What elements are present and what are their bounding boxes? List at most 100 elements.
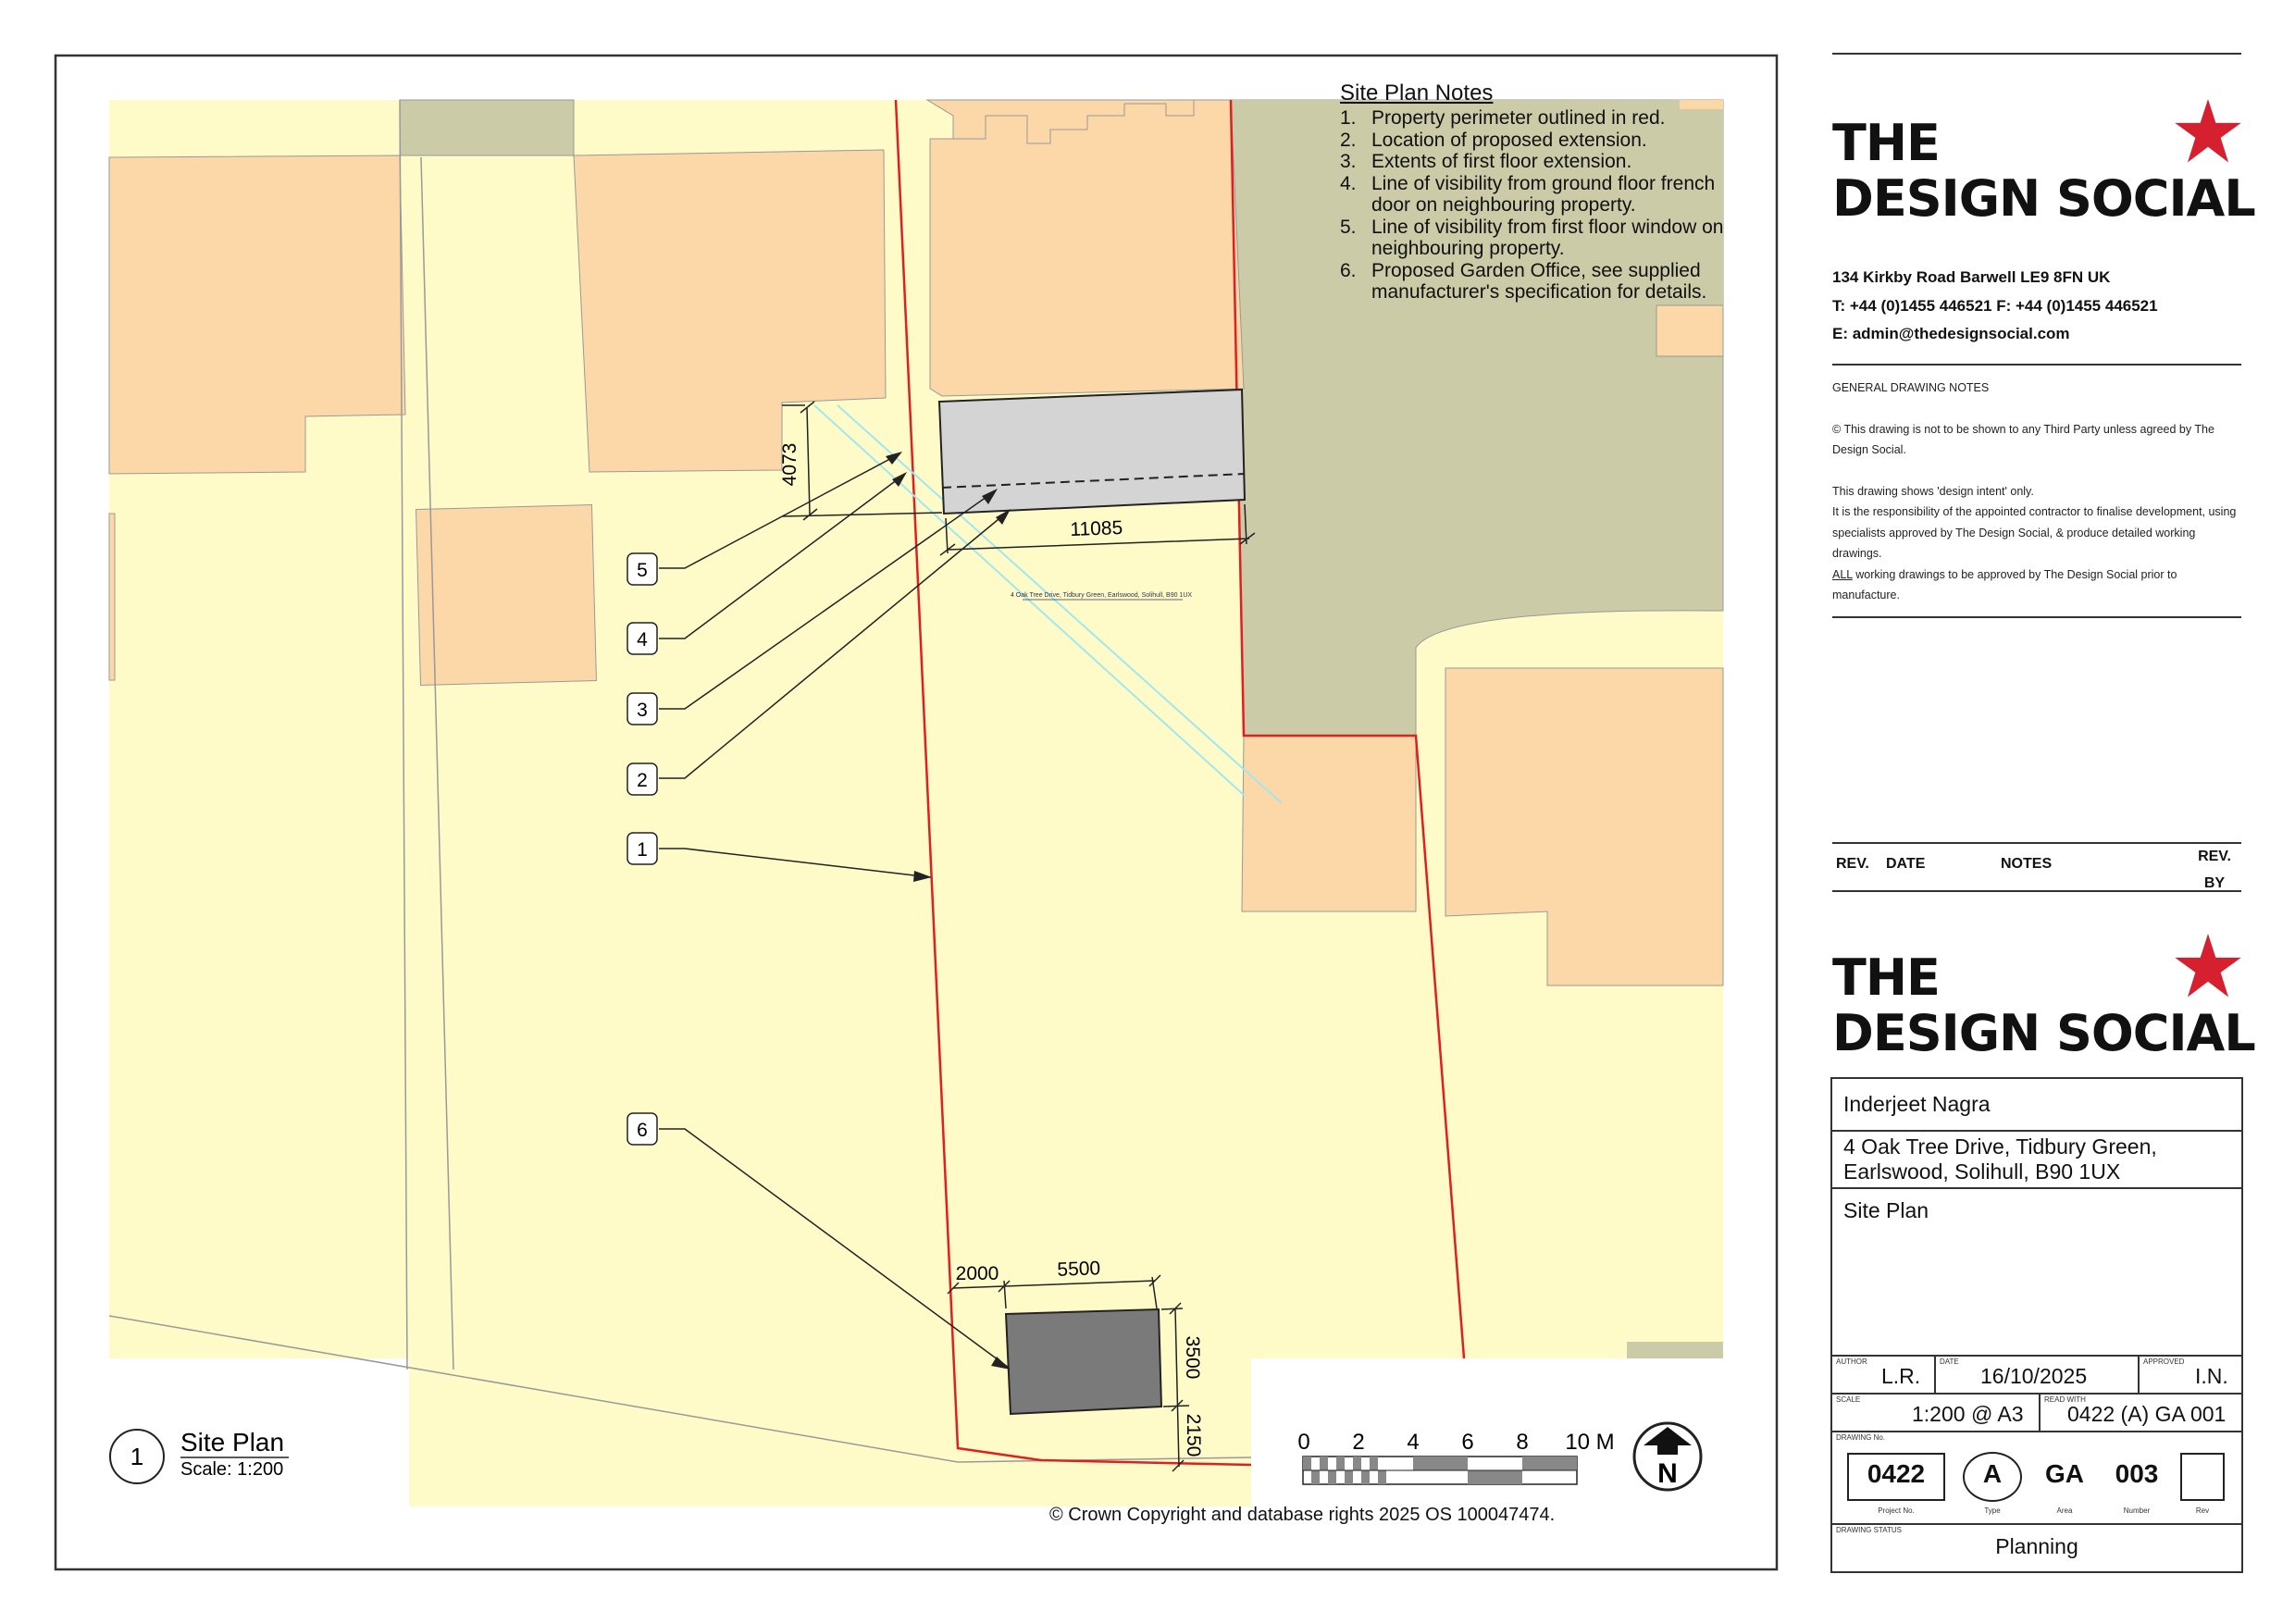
building-east-mid <box>1241 735 1417 912</box>
callout-box <box>626 832 658 865</box>
callout-number: 6 <box>637 1120 648 1141</box>
date-value: 16/10/2025 <box>1980 1364 2088 1388</box>
scale-value: 1:200 @ A3 <box>1912 1402 2024 1426</box>
client-name: Inderjeet Nagra <box>1843 1092 1991 1116</box>
divider <box>1830 1187 2243 1189</box>
area-value: GA <box>2045 1459 2084 1488</box>
note-item: 6.Proposed Garden Office, see supplied m… <box>1340 259 1707 304</box>
scale-bar-tick: 6 <box>1461 1430 1473 1455</box>
dimension-text: 11085 <box>1070 517 1123 540</box>
north-arrow-icon <box>1644 1427 1692 1455</box>
company-logo: THE DESIGN SOCIAL <box>1832 114 2256 228</box>
note-item: 5.Line of visibility from first floor wi… <box>1340 216 1724 260</box>
arrowhead <box>913 871 932 882</box>
plan-label-title: Site Plan <box>180 1428 284 1457</box>
leader-line <box>659 510 1010 779</box>
garden-office <box>1004 1308 1163 1416</box>
divider <box>1934 1355 1936 1393</box>
road-area-bottom-right <box>1627 1342 1723 1358</box>
note-item: 4.Line of visibility from ground floor f… <box>1340 172 1716 217</box>
rev-box <box>2180 1453 2225 1501</box>
divider <box>2138 1355 2140 1393</box>
divider <box>1832 890 2241 892</box>
scale-bar-tick: 10 M <box>1565 1430 1614 1455</box>
divider <box>1830 1355 2243 1357</box>
approved-value: I.N. <box>2195 1364 2228 1388</box>
read-with-value: 0422 (A) GA 001 <box>2067 1402 2227 1426</box>
star-icon <box>2175 934 2241 998</box>
sightline <box>813 404 1246 797</box>
date-label: DATE <box>1940 1357 1959 1366</box>
divider <box>1832 364 2241 366</box>
note-item: 2.Location of proposed extension. <box>1340 129 1647 151</box>
grey-boundary-line <box>108 1315 959 1463</box>
project-no-caption: Project No. <box>1878 1506 1915 1515</box>
plan-label-number: 1 <box>130 1443 143 1470</box>
drawing-frame <box>54 54 1779 1571</box>
dimension-line <box>1160 1302 1190 1472</box>
revision-col-rev: REV. <box>1836 856 1869 872</box>
project-no-value: 0422 <box>1867 1459 1926 1488</box>
drawing-title: Site Plan <box>1843 1198 1929 1222</box>
property-boundary <box>894 99 1252 1467</box>
star-icon <box>2175 99 2241 163</box>
scale-bar-tick: 0 <box>1297 1430 1309 1455</box>
proposed-extension <box>937 388 1247 515</box>
scale-label: SCALE <box>1836 1395 1861 1404</box>
dimension-line <box>939 503 1256 556</box>
scale-bar-tick: 2 <box>1352 1430 1364 1455</box>
company-email: E: admin@thedesignsocial.com <box>1832 325 2070 342</box>
building-east-small <box>1656 304 1724 357</box>
building-outbuilding <box>416 504 597 686</box>
callout-box <box>626 762 658 796</box>
divider <box>1832 842 2241 844</box>
leader-line <box>659 490 997 710</box>
scale-bar <box>1302 1456 1578 1485</box>
callout-number: 3 <box>637 700 648 721</box>
dimension-text: 2150 <box>1183 1414 1204 1457</box>
drawing-no-label: DRAWING No. <box>1836 1433 1886 1442</box>
callout-number: 5 <box>637 560 648 581</box>
divider <box>1832 616 2241 618</box>
callout-box <box>626 692 658 725</box>
number-caption: Number <box>2123 1506 2151 1515</box>
project-no-box <box>1847 1453 1945 1501</box>
callout-number: 4 <box>637 629 648 651</box>
logo-line-1: THE <box>1832 114 1941 172</box>
callout-number: 2 <box>637 770 648 791</box>
grey-boundary-line <box>399 99 408 1370</box>
general-notes-heading: GENERAL DRAWING NOTES <box>1832 381 1990 394</box>
dimension-line <box>781 401 943 521</box>
scale-bar-tick: 8 <box>1516 1430 1528 1455</box>
general-notes-paragraph: It is the responsibility of the appointe… <box>1832 505 2237 560</box>
leader-line <box>659 473 906 639</box>
dimension-text: 2000 <box>956 1263 999 1284</box>
road-curve-top <box>1231 100 1723 356</box>
first-floor-extent-line <box>941 473 1246 489</box>
building-north-2 <box>925 99 1245 397</box>
sightline <box>837 404 1283 804</box>
status-value: Planning <box>1995 1534 2078 1558</box>
author-label: AUTHOR <box>1836 1357 1867 1366</box>
type-circle <box>1963 1452 2022 1502</box>
logo-line-2: DESIGN SOCIAL <box>1832 169 2256 228</box>
grey-boundary-line <box>420 156 454 1370</box>
plan-label-scale: Scale: 1:200 <box>180 1459 283 1480</box>
logo-line-1: THE <box>1832 948 1941 1007</box>
divider <box>1832 53 2241 55</box>
arrowhead <box>982 489 998 504</box>
company-address: 134 Kirkby Road Barwell LE9 8FN UK <box>1832 268 2111 286</box>
revision-col-date: DATE <box>1886 856 1926 872</box>
general-notes: GENERAL DRAWING NOTES © This drawing is … <box>1832 378 2239 606</box>
general-notes-paragraph: This drawing shows 'design intent' only. <box>1832 484 2034 498</box>
status-label: DRAWING STATUS <box>1836 1526 1902 1534</box>
divider <box>1830 1523 2243 1525</box>
company-logo: THE DESIGN SOCIAL <box>1832 948 2256 1061</box>
notes-list: 1.Property perimeter outlined in red. 2.… <box>1340 107 1729 304</box>
project-address-line-2: Earlswood, Solihull, B90 1UX <box>1843 1159 2121 1184</box>
grey-boundary-line <box>957 1457 1252 1463</box>
project-info-table <box>1830 1077 2243 1573</box>
divider <box>2039 1393 2041 1431</box>
site-plan-drawing: 4 Oak Tree Drive, Tidbury Green, Earlswo… <box>54 54 1779 1571</box>
